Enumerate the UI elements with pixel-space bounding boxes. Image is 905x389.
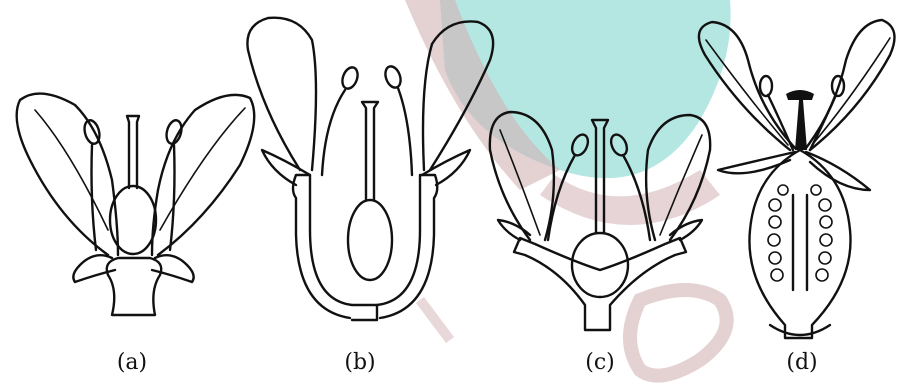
flower-d-epigynous bbox=[699, 20, 895, 338]
watermark-rose-loop bbox=[630, 290, 727, 376]
flower-d-sepal-left bbox=[718, 152, 795, 173]
flower-a-petal-right bbox=[152, 95, 254, 255]
watermark-rose-band-mid bbox=[540, 170, 720, 225]
flower-b-anther-right bbox=[383, 64, 404, 89]
flower-d-inferior-ovary bbox=[749, 150, 850, 338]
flower-c-sepal-left bbox=[498, 220, 530, 240]
flower-d-ovules-right bbox=[811, 185, 832, 281]
flower-a-anther-left bbox=[82, 119, 102, 146]
flower-a-style bbox=[127, 116, 139, 188]
flower-b-filament-left bbox=[322, 90, 345, 175]
flower-d-petal-right-vein bbox=[812, 38, 890, 145]
flower-a-hypogynous bbox=[17, 94, 255, 315]
flower-d-ovary-septum bbox=[793, 195, 807, 290]
flower-b-cup-left bbox=[293, 175, 377, 318]
flower-d-anther-left bbox=[760, 76, 772, 96]
flower-d-stigma bbox=[786, 90, 814, 100]
flower-b-style bbox=[362, 102, 378, 200]
flower-c-receptacle bbox=[514, 238, 686, 330]
flower-d-style bbox=[795, 100, 807, 150]
flower-a-filament-left bbox=[92, 145, 97, 250]
flower-d-ovules-left bbox=[768, 185, 788, 281]
label-a: (a) bbox=[102, 350, 162, 375]
flower-a-receptacle bbox=[107, 258, 162, 315]
label-b: (b) bbox=[330, 350, 390, 375]
flower-b-sepal-left bbox=[262, 150, 310, 185]
flower-b-ovary bbox=[348, 200, 392, 280]
watermark bbox=[405, 0, 731, 376]
flower-b-filament-right bbox=[398, 88, 412, 175]
flower-b-petal-left bbox=[247, 18, 316, 170]
flower-b-anther-left bbox=[340, 65, 361, 90]
flower-b-sepal-right bbox=[422, 150, 470, 185]
flower-c-sepal-right bbox=[670, 220, 702, 240]
watermark-rose-stroke bbox=[420, 300, 450, 340]
flower-c-ovary bbox=[572, 233, 628, 297]
flower-a-petal-left bbox=[17, 94, 118, 255]
label-d: (d) bbox=[772, 350, 832, 375]
flower-d-filament-right bbox=[810, 95, 836, 150]
label-c: (c) bbox=[570, 350, 630, 375]
flower-d-ovary-base bbox=[770, 325, 830, 335]
flower-a-filament-right bbox=[170, 145, 175, 250]
